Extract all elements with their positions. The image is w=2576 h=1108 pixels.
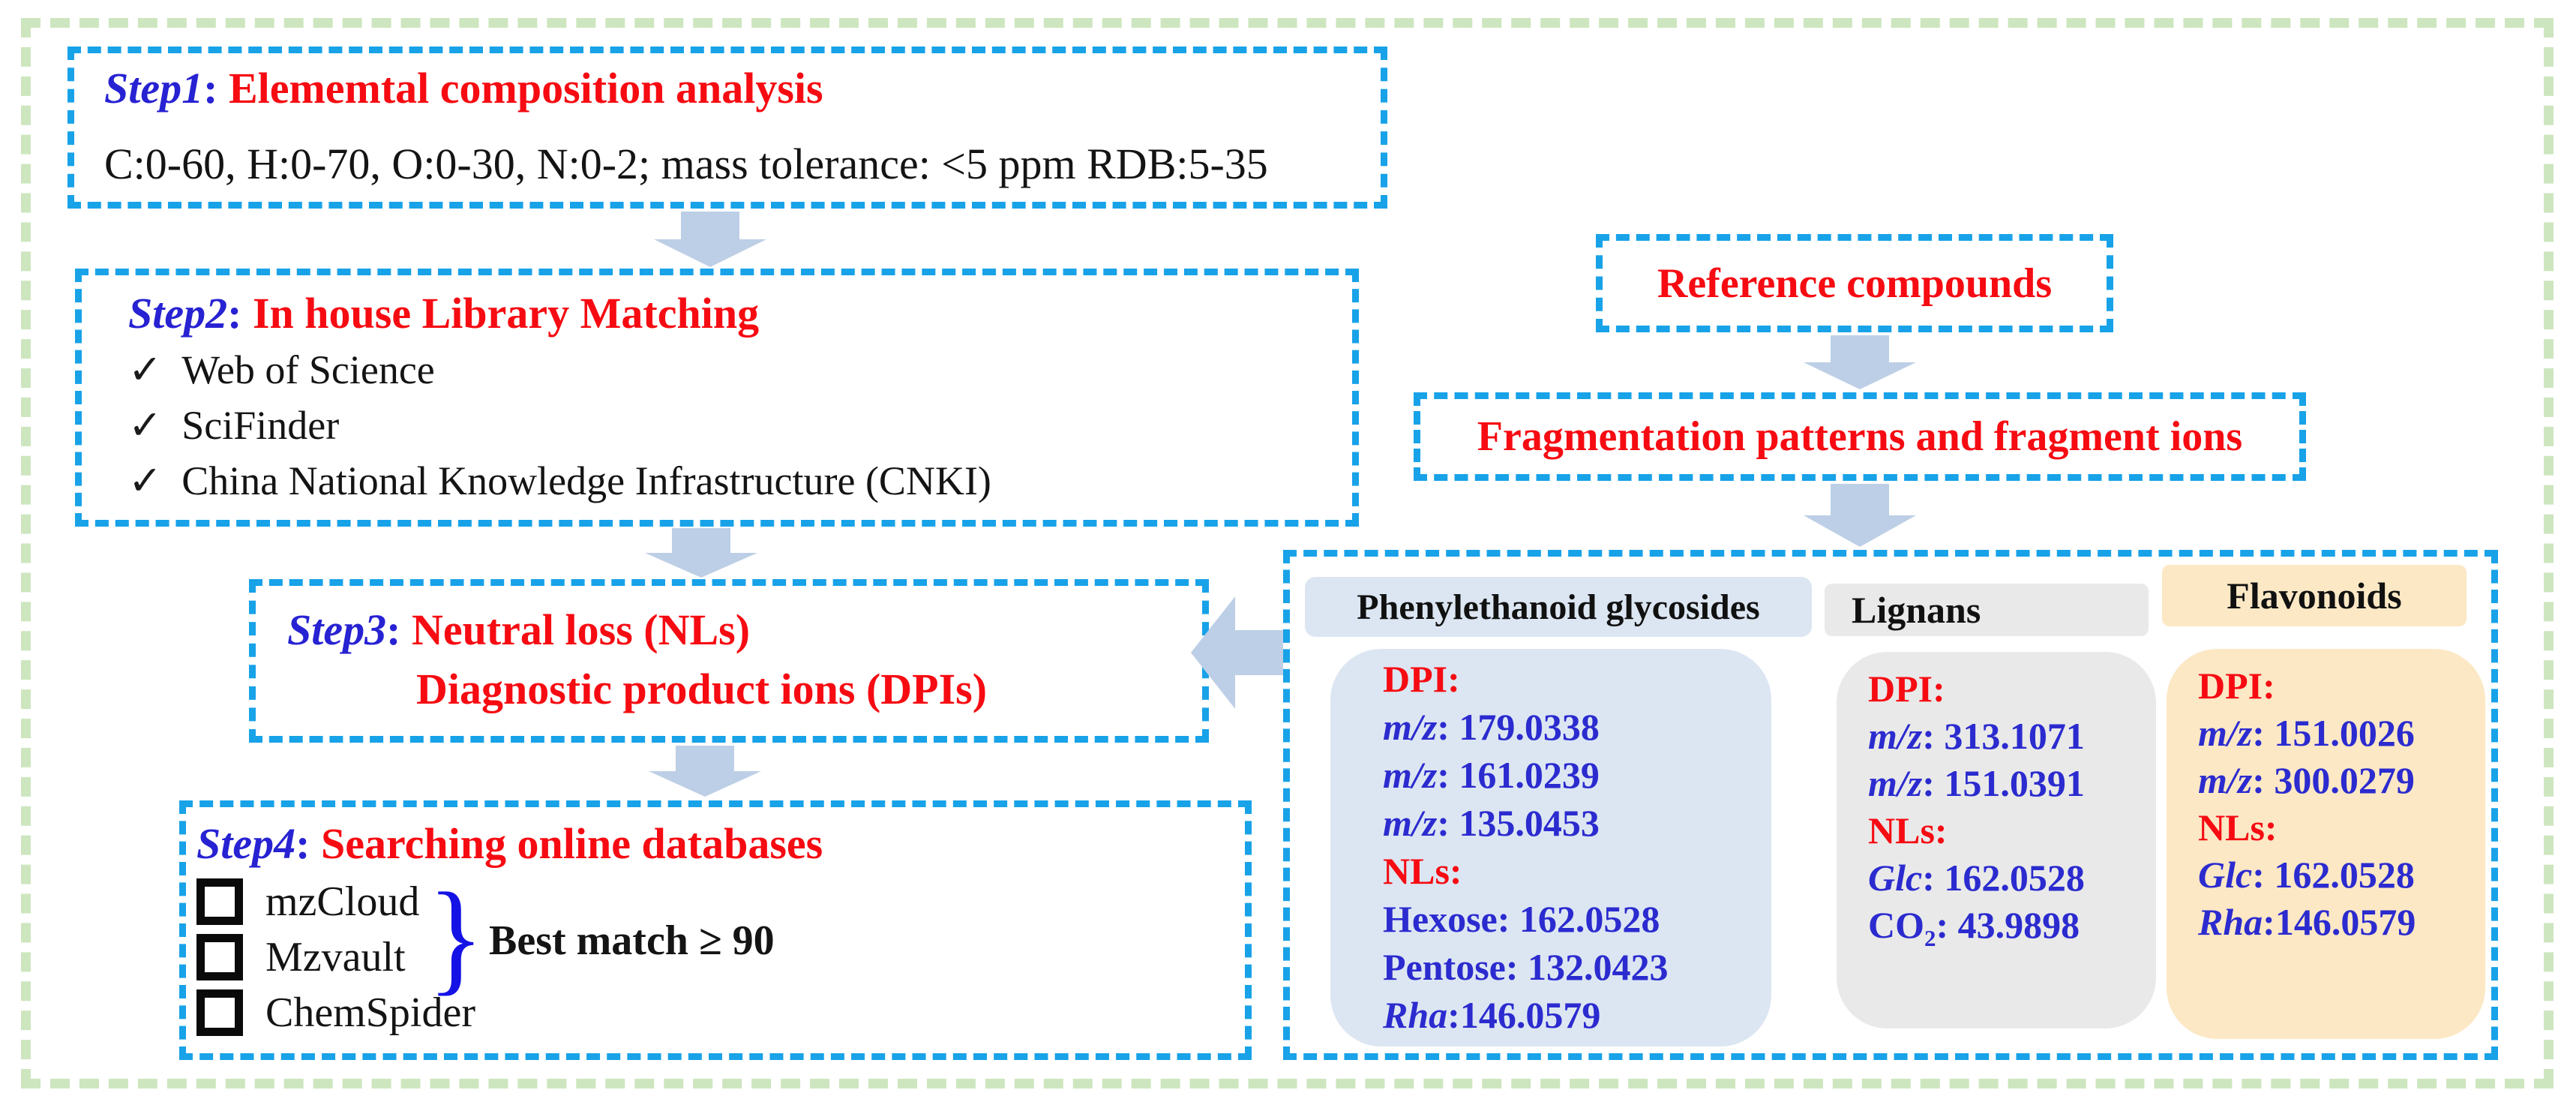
checkmark-icon: ✓ [128,347,163,393]
best-match-note: Best match ≥ 90 [489,917,775,964]
step4-colon: : [295,819,321,868]
dpi-label: DPI: [1383,658,1460,700]
step2-title: In house Library Matching [252,289,760,338]
step3-title-row: Step3: Neutral loss (NLs) [287,605,1202,656]
dpi-value: m/z: 151.0026 [2198,712,2415,754]
step2-title-row: Step2: In house Library Matching [128,289,1352,339]
dpi-value: m/z: 151.0391 [1868,762,2085,804]
nl-value: Pentose: 132.0423 [1383,946,1669,988]
dpi-value: m/z: 135.0453 [1383,802,1600,844]
step3-line2: Diagnostic product ions (DPIs) [416,664,988,713]
nls-label: NLs: [2198,806,2278,848]
dpi-value: m/z: 179.0338 [1383,706,1600,748]
step2-box: Step2: In house Library Matching ✓ Web o… [75,269,1359,527]
step3-box: Step3: Neutral loss (NLs) Diagnostic pro… [249,579,1209,743]
compound-classes-panel: Phenylethanoid glycosides Lignans Flavon… [1283,550,2498,1060]
checkbox-icon [196,933,243,980]
outer-dashed-frame [21,18,2554,1088]
step2-label: Step2 [128,289,228,338]
list-item: ✓ SciFinder [128,398,1352,453]
fragmentation-title: Fragmentation patterns and fragment ions [1477,413,2243,460]
column-header-phenylethanoid: Phenylethanoid glycosides [1305,577,1812,637]
dpi-value: m/z: 313.1071 [1868,715,2085,757]
step4-title-row: Step4: Searching online databases [196,819,1245,869]
list-item: ✓ China National Knowledge Infrastructur… [128,453,1352,509]
reference-compounds-box: Reference compounds [1596,234,2113,332]
brace-icon: } [427,867,484,1007]
dpi-value: m/z: 161.0239 [1383,754,1600,796]
nl-value: Glc: 162.0528 [2198,854,2415,896]
nls-label: NLs: [1383,850,1462,892]
nl-value: Rha:146.0579 [2198,901,2416,943]
step1-parameters: C:0-60, H:0-70, O:0-30, N:0-2; mass tole… [104,139,1268,188]
step4-label: Step4 [196,819,296,868]
column-header-flavonoids: Flavonoids [2162,565,2467,626]
dpi-label: DPI: [2198,665,2275,707]
step4-title: Searching online databases [320,819,823,868]
nl-value: Rha:146.0579 [1383,994,1601,1036]
step2-item-label: Web of Science [181,347,435,392]
step1-title-row: Step1: Elememtal composition analysis [104,64,1381,114]
nl-value: CO2: 43.9898 [1868,904,2080,951]
checkmark-icon: ✓ [128,458,163,504]
fragmentation-box: Fragmentation patterns and fragment ions [1414,392,2306,481]
dpi-value: m/z: 300.0279 [2198,759,2415,801]
step3-label: Step3 [287,605,387,654]
nls-label: NLs: [1868,809,1948,851]
step1-title: Elememtal composition analysis [228,64,823,113]
checkmark-icon: ✓ [128,403,163,449]
checkbox-icon [196,989,243,1036]
step2-item-label: SciFinder [181,402,340,448]
reference-compounds-title: Reference compounds [1657,260,2053,307]
step3-line1: Neutral loss (NLs) [411,605,751,654]
step4-database-list: mzCloud Mzvault ChemSpider [196,874,1245,1040]
phenylethanoid-card: DPI: m/z: 179.0338 m/z: 161.0239 m/z: 13… [1330,649,1771,1046]
nl-value: Hexose: 162.0528 [1383,898,1660,940]
database-label: Mzvault [265,933,406,980]
dpi-label: DPI: [1868,668,1945,710]
database-label: mzCloud [265,878,420,925]
flavonoids-card: DPI: m/z: 151.0026 m/z: 300.0279 NLs: Gl… [2167,649,2485,1039]
list-item: ✓ Web of Science [128,342,1352,398]
step2-source-list: ✓ Web of Science ✓ SciFinder ✓ China Nat… [128,342,1352,509]
step2-colon: : [227,289,253,338]
step1-label: Step1 [104,64,204,113]
step3-colon: : [386,605,412,654]
step2-item-label: China National Knowledge Infrastructure … [181,458,991,503]
list-item: ChemSpider [196,985,1245,1040]
database-label: ChemSpider [265,989,475,1036]
checkbox-icon [196,878,243,925]
nl-value: Glc: 162.0528 [1868,857,2085,899]
list-item: Mzvault [196,929,1245,985]
step1-box: Step1: Elememtal composition analysis C:… [67,47,1387,209]
lignans-card: DPI: m/z: 313.1071 m/z: 151.0391 NLs: Gl… [1837,652,2156,1028]
step4-box: Step4: Searching online databases mzClou… [179,800,1252,1060]
list-item: mzCloud [196,874,1245,929]
step1-colon: : [203,64,229,113]
column-header-lignans: Lignans [1825,584,2149,636]
